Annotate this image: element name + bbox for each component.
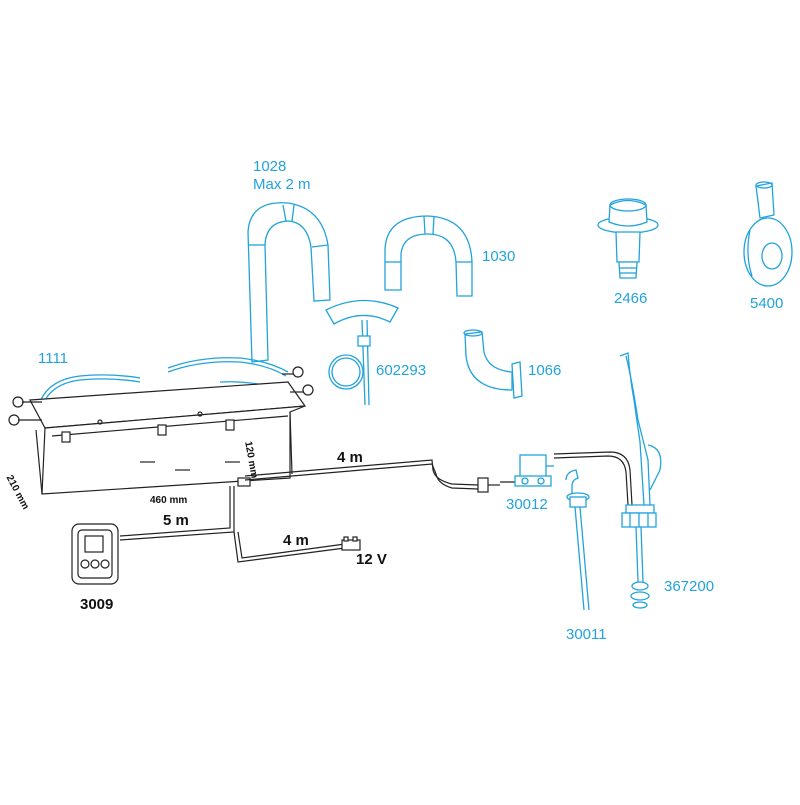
clip-602293-icon: [325, 299, 399, 406]
elbow-1066-icon: [463, 329, 523, 399]
hose-1030-label: 1030: [482, 248, 516, 265]
width-dimension: 460 mm: [150, 495, 188, 506]
hose-1028-icon: [247, 202, 331, 363]
pipe-30011-label: 30011: [566, 626, 607, 643]
elbow-1066-label: 1066: [528, 362, 562, 379]
hose-1030-icon: [384, 215, 473, 297]
filler-pipe-30011-icon: [565, 469, 590, 611]
nozzle-367200-label: 367200: [664, 578, 715, 595]
fitting-2466-label: 2466: [614, 290, 648, 307]
tank-icon: [8, 366, 314, 495]
solenoid-valve-30012-icon: [477, 454, 554, 493]
valve-30012-label: 30012: [506, 496, 548, 513]
cable-to-power: [233, 531, 346, 563]
control-panel-3009-icon: [71, 523, 119, 585]
hose-1028-note: Max 2 m: [253, 176, 311, 193]
cable-to-panel-length: 5 m: [163, 512, 189, 529]
fitting-5400-label: 5400: [750, 295, 784, 312]
panel-3009-label: 3009: [80, 596, 114, 613]
hose-1028-label: 1028: [253, 158, 287, 175]
cable-to-valve-length: 4 m: [337, 449, 363, 466]
power-connector-icon: [341, 536, 361, 551]
nozzle-367200-icon: [619, 352, 662, 609]
cable-to-power-length: 4 m: [283, 532, 309, 549]
power-12v-label: 12 V: [356, 551, 387, 568]
cable-to-valve: [244, 451, 633, 506]
fitting-5400-icon: [743, 181, 793, 287]
fitting-2466-icon: [597, 198, 659, 279]
rails-1111-label: 1111: [38, 350, 69, 367]
clip-602293-label: 602293: [376, 362, 427, 379]
